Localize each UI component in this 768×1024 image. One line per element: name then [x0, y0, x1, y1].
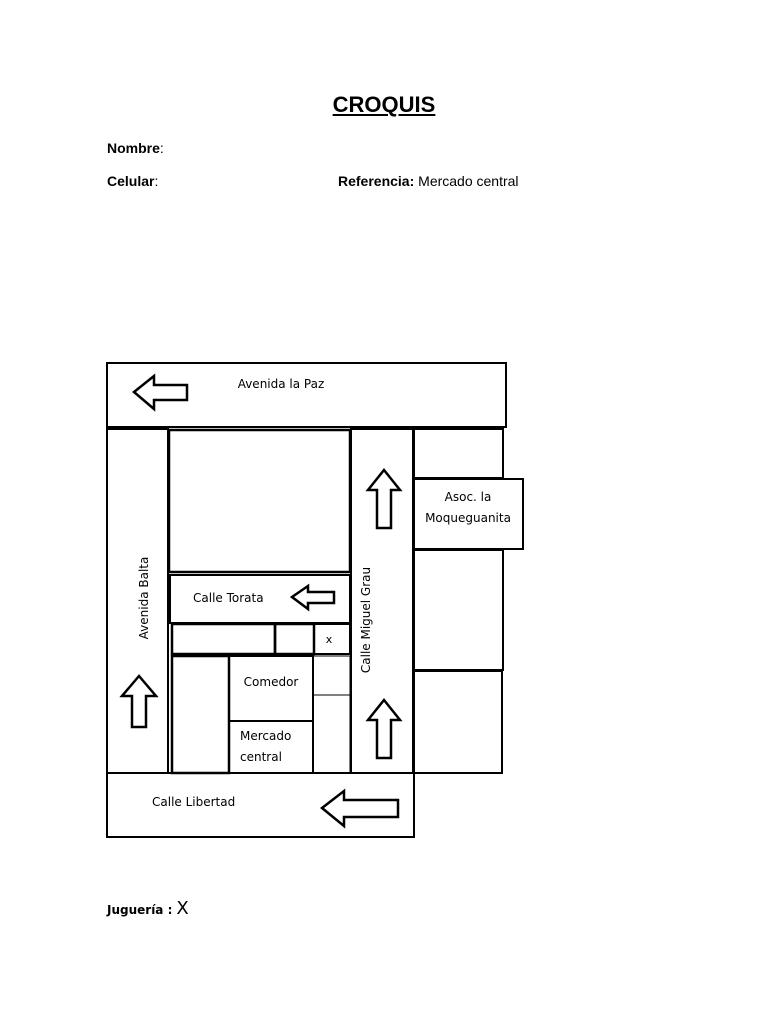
arrow-up-icon [119, 674, 159, 729]
mercado-label-line2: central [240, 750, 282, 764]
arrow-left-icon [289, 583, 336, 612]
asoc-label-line2: Moqueguanita [425, 511, 511, 525]
jugueria-legend: Juguería :X [107, 898, 189, 919]
referencia-field: Referencia: Mercado central [338, 173, 519, 189]
right-lot-3 [413, 549, 504, 671]
nombre-separator: : [159, 140, 164, 156]
jugueria-value: X [176, 898, 189, 919]
celular-label: Celular [107, 173, 155, 189]
lot-row-left [170, 622, 277, 656]
mercado-label-line1: Mercado [240, 729, 291, 743]
asoc-label-line1: Asoc. la [445, 490, 492, 504]
jugueria-lot [313, 623, 351, 655]
nombre-field: Nombre: [107, 140, 164, 156]
arrow-up-icon [365, 697, 403, 760]
small-lot-upper [312, 655, 351, 696]
nombre-label: Nombre [107, 140, 160, 156]
comedor-label: Comedor [244, 675, 299, 689]
arrow-left-icon [132, 373, 189, 412]
avenida-balta-label: Avenida Balta [137, 557, 151, 640]
lower-block-left [170, 654, 231, 775]
celular-separator: : [154, 173, 159, 189]
right-lot-4 [413, 670, 503, 774]
page-title: CROQUIS [332, 92, 436, 117]
right-lot-1 [413, 428, 504, 479]
avenida-la-paz-street [106, 362, 507, 428]
referencia-label: Referencia: [338, 173, 415, 189]
arrow-left-icon [319, 788, 400, 829]
referencia-value: Mercado central [418, 173, 519, 189]
jugueria-marker: x [326, 633, 333, 646]
calle-torata-label: Calle Torata [193, 591, 264, 605]
celular-field: Celular: [107, 173, 158, 189]
small-lot-lower [312, 694, 351, 774]
lot-row-middle [273, 622, 316, 656]
arrow-up-icon [365, 467, 403, 530]
avenida-la-paz-label: Avenida la Paz [238, 377, 325, 391]
calle-libertad-label: Calle Libertad [152, 795, 235, 809]
upper-block [167, 428, 352, 574]
jugueria-label: Juguería : [107, 903, 173, 917]
calle-miguel-grau-label: Calle Miguel Grau [359, 567, 373, 673]
